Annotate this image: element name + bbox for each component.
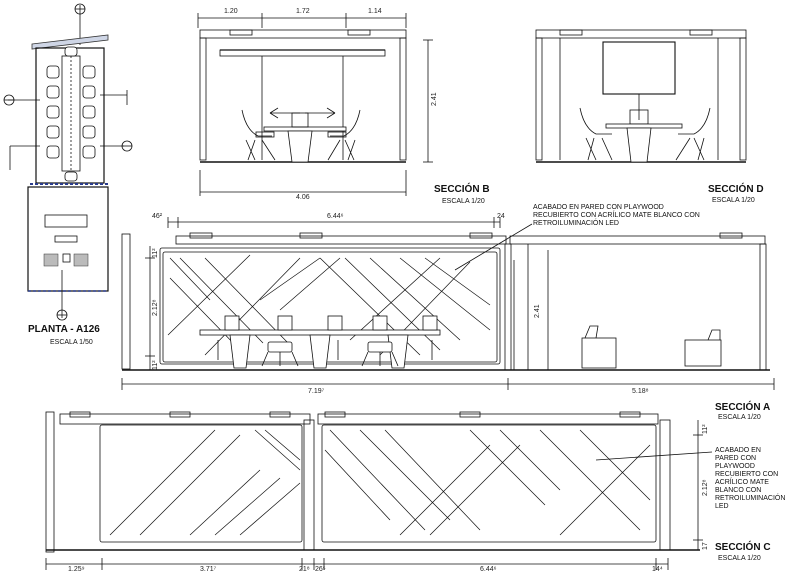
dim-c-right-mid: 2.12⁸: [702, 479, 709, 496]
floor-plan: [3, 3, 133, 321]
section-marker-right: [100, 90, 133, 152]
dim-c-bottom-1: 1.25⁹: [68, 566, 85, 573]
seccion-a-scale: ESCALA 1/20: [718, 414, 761, 421]
section-d-elevation: [535, 29, 747, 163]
dim-a-left-mid: 2.12⁸: [152, 299, 159, 316]
dim-b-height: 2.41: [431, 92, 438, 106]
dim-a-bottom-right: 5.18⁸: [632, 388, 649, 395]
dim-c-right-top: 11²: [702, 424, 709, 434]
section-c-elevation: [45, 411, 713, 570]
dim-c-bottom-6: 14⁴: [652, 566, 663, 573]
dim-a-height-right: 2.41: [534, 304, 541, 318]
finish-note-c: ACABADO EN PARED CON PLAYWOOD RECUBIERTO…: [715, 447, 786, 510]
dim-a-left-bottom: 11²: [152, 360, 159, 370]
dim-a-top-mid: 6.44⁶: [327, 213, 344, 220]
dim-b-top-left: 1.20: [224, 8, 238, 15]
section-b-elevation: [197, 13, 433, 196]
dim-b-bottom: 4.06: [296, 194, 310, 201]
section-marker-bottom: [56, 270, 68, 321]
chair-left: [241, 109, 276, 161]
dim-c-right-bottom: 17: [702, 542, 709, 550]
seccion-c-title: SECCIÓN C: [715, 542, 771, 553]
dim-a-top-right: 24: [497, 213, 505, 220]
dim-a-left-top: 11²: [152, 248, 159, 258]
section-marker-left: [3, 94, 40, 170]
seccion-a-title: SECCIÓN A: [715, 402, 771, 413]
planta-title: PLANTA - A126: [28, 324, 100, 335]
seccion-b-scale: ESCALA 1/20: [442, 198, 485, 205]
dim-c-bottom-3: 21⁸: [299, 566, 310, 573]
dim-c-bottom-4: 26⁵: [315, 566, 326, 573]
seccion-d-title: SECCIÓN D: [708, 184, 764, 195]
dim-b-top-right: 1.14: [368, 8, 382, 15]
seccion-b-title: SECCIÓN B: [434, 184, 490, 195]
dim-c-bottom-5: 6.44⁶: [480, 566, 497, 573]
section-a-elevation: [121, 217, 775, 390]
dim-b-top-mid: 1.72: [296, 8, 310, 15]
chair-right: [327, 109, 361, 161]
seccion-c-scale: ESCALA 1/20: [718, 555, 761, 562]
planta-scale: ESCALA 1/50: [50, 339, 93, 346]
dim-a-top-left: 46²: [152, 213, 163, 220]
dim-c-bottom-2: 3.71⁷: [200, 566, 217, 573]
finish-note-a: ACABADO EN PARED CON PLAYWOOD RECUBIERTO…: [533, 204, 700, 227]
seccion-d-scale: ESCALA 1/20: [712, 197, 755, 204]
dim-a-bottom-left: 7.19⁷: [308, 388, 325, 395]
